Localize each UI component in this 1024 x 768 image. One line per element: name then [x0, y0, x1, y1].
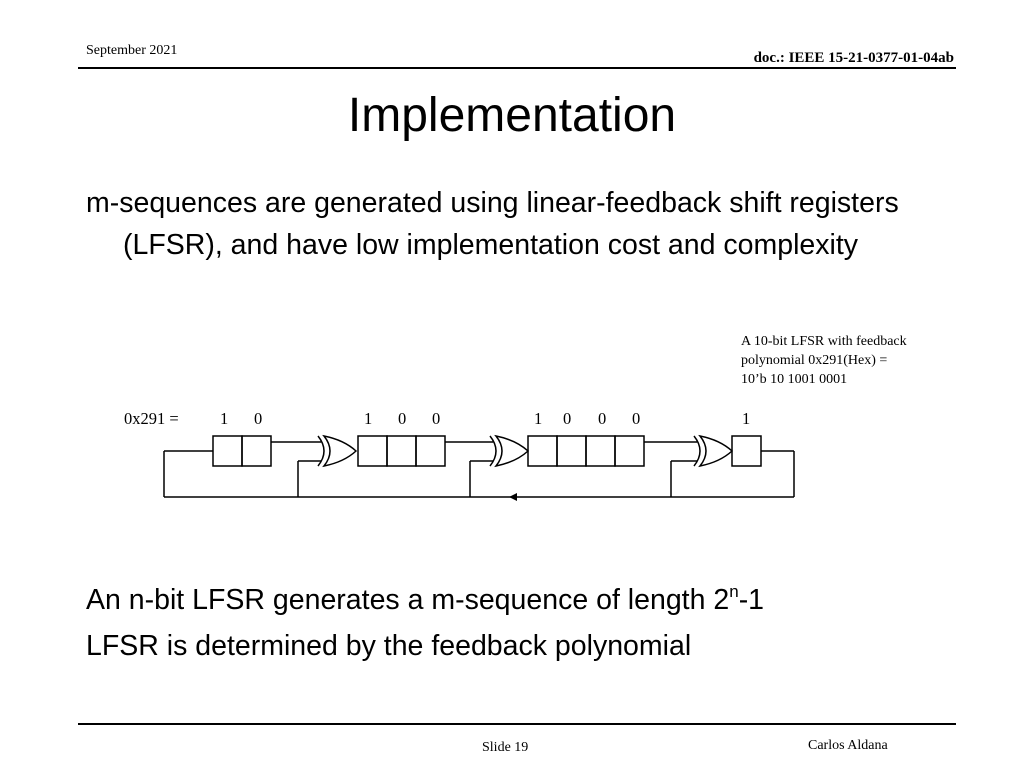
- bullet-feedback-polynomial: LFSR is determined by the feedback polyn…: [86, 630, 692, 662]
- bit-label-3: 0: [398, 409, 406, 428]
- bit-label-4: 0: [432, 409, 440, 428]
- register-cell-7: [585, 435, 616, 467]
- bullet-sequence-length-prefix: An n-bit LFSR generates a m-sequence of …: [86, 584, 730, 616]
- register-cell-9: [731, 435, 762, 467]
- register-cell-2: [357, 435, 388, 467]
- bit-label-6: 0: [563, 409, 571, 428]
- header-divider: [78, 67, 956, 69]
- register-cell-3: [386, 435, 417, 467]
- register-cell-1: [241, 435, 272, 467]
- exponent-n: n: [729, 582, 739, 601]
- bit-label-5: 1: [534, 409, 542, 428]
- bullet-sequence-length-suffix: -1: [738, 584, 765, 616]
- polynomial-label: 0x291 =: [124, 409, 179, 428]
- register-cell-8: [614, 435, 645, 467]
- bullet-lfsr-intro: m-sequences are generated using linear-f…: [86, 187, 899, 261]
- bit-label-9: 1: [742, 409, 750, 428]
- bit-label-0: 1: [220, 409, 228, 428]
- feedback-arrow: [509, 493, 517, 501]
- caption-line-2: polynomial 0x291(Hex) =: [741, 353, 888, 368]
- register-cell-5: [527, 435, 558, 467]
- bit-label-1: 0: [254, 409, 262, 428]
- register-cell-4: [415, 435, 446, 467]
- register-cell-6: [556, 435, 587, 467]
- footer-divider: [78, 723, 956, 725]
- slide-title: Implementation: [347, 89, 677, 142]
- xor-gate-1: [317, 434, 358, 468]
- bit-label-7: 0: [598, 409, 606, 428]
- caption-line-3: 10’b 10 1001 0001: [741, 372, 848, 387]
- xor-gate-3: [693, 434, 734, 468]
- footer-author: Carlos Aldana: [808, 738, 888, 753]
- bit-label-2: 1: [364, 409, 372, 428]
- slide-number: Slide 19: [482, 740, 529, 755]
- bullet-sequence-length: An n-bit LFSR generates a m-sequence of …: [86, 582, 764, 617]
- header-doc-id: doc.: IEEE 15-21-0377-01-04ab: [753, 50, 954, 66]
- header-date: September 2021: [86, 43, 178, 58]
- caption-line-1: A 10-bit LFSR with feedback: [741, 334, 907, 349]
- diagram-caption: A 10-bit LFSR with feedback polynomial 0…: [741, 332, 961, 389]
- register-cell-0: [212, 435, 243, 467]
- bit-label-8: 0: [632, 409, 640, 428]
- xor-gate-2: [489, 434, 530, 468]
